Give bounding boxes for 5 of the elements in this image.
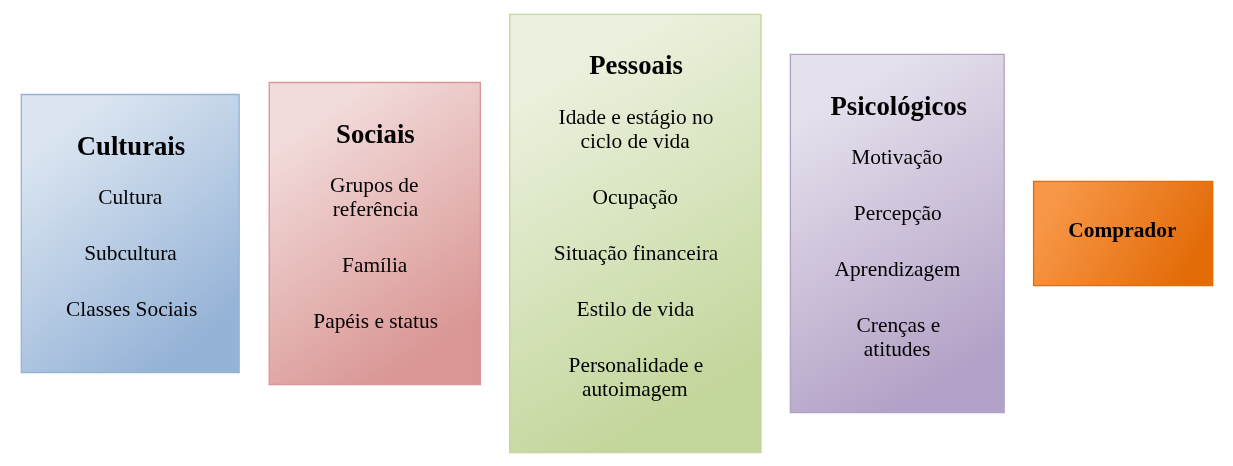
- node-box: Culturais Cultura Subcultura Classes Sociais: [20, 93, 240, 373]
- node-box: Comprador: [1032, 180, 1213, 286]
- node-box: Psicológicos Motivação Percepção Aprendizagem Crenças e atitudes: [789, 53, 1005, 413]
- node-box: Pessoais Idade e estágio no ciclo de vida Ocupação Situação financeira Estilo de vida Personalidade e autoimagem: [508, 13, 762, 453]
- node-box: Sociais Grupos de referência Família Papéis e status: [268, 81, 481, 385]
